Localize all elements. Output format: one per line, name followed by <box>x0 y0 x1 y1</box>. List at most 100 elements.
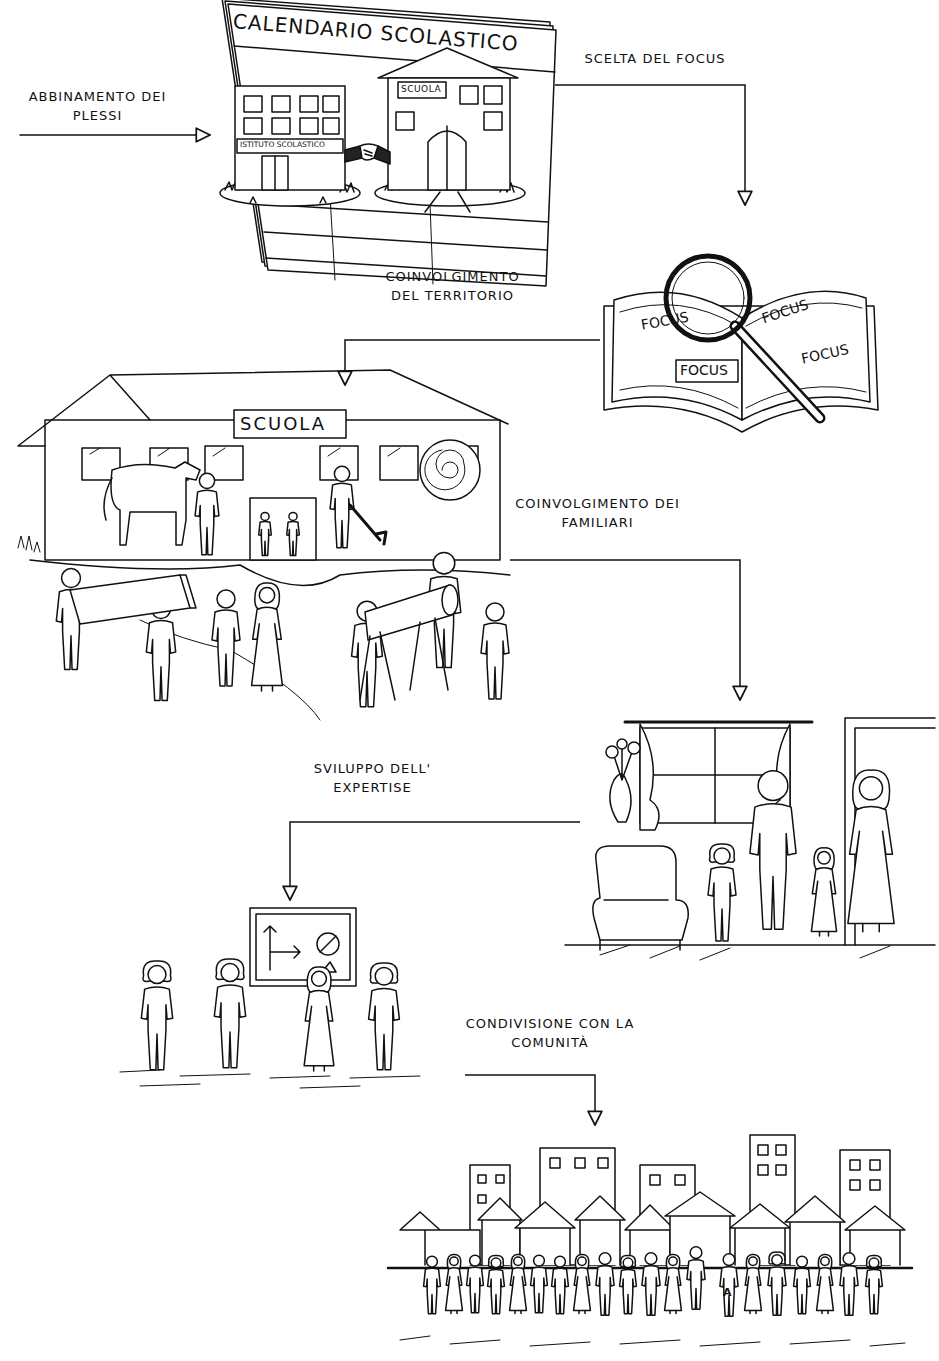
community-sketch-part <box>531 1255 548 1313</box>
panel-text: ISTITUTO SCOLASTICO <box>240 141 325 149</box>
book-sketch <box>604 256 878 432</box>
school-sketch-part <box>180 575 196 608</box>
family-sketch-part <box>640 724 659 830</box>
school-sketch-part <box>360 618 448 700</box>
school-sketch-part <box>425 450 465 490</box>
family-sketch-part <box>593 846 688 940</box>
family-sketch-part <box>610 774 631 822</box>
community-sketch-part <box>817 1255 834 1314</box>
calendar-sketch-part <box>364 150 372 156</box>
school-sketch-part <box>212 590 240 686</box>
community-sketch-part <box>400 1212 480 1265</box>
calendar-sketch-part <box>272 118 290 134</box>
community-sketch-part <box>488 1256 505 1314</box>
family-sketch-part <box>750 771 796 929</box>
community-sketch-part <box>866 1256 883 1314</box>
calendar-sketch-part <box>272 96 290 112</box>
school-sketch-part <box>90 448 460 456</box>
panel-text: CALENDARIO SCOLASTICO <box>232 10 519 55</box>
community-sketch-part <box>400 1336 905 1346</box>
calendar-sketch-part <box>323 96 339 112</box>
school-sketch-part <box>70 575 190 624</box>
calendar-sketch-part <box>235 86 345 190</box>
school-sketch-part <box>252 583 283 691</box>
expertise-sketch-part <box>304 967 334 1071</box>
expertise-sketch-part <box>141 961 172 1070</box>
calendar-sketch-part <box>228 4 556 286</box>
calendar-sketch-part <box>396 112 414 130</box>
family-sketch-part <box>600 945 890 960</box>
community-sketch-part <box>467 1255 484 1313</box>
family-sketch <box>565 718 935 960</box>
step-label: SVILUPPO DELL' EXPERTISE <box>290 760 455 798</box>
calendar-sketch-part <box>300 96 318 112</box>
school-sketch-part <box>104 478 112 520</box>
panel-text: SCUOLA <box>240 414 326 434</box>
family-sketch-part <box>811 848 836 936</box>
illustration-panel: FOCUSFOCUSFOCUSFOCUS <box>600 205 875 445</box>
panel-text: FOCUS <box>680 363 728 378</box>
community-sketch-part <box>510 1255 527 1314</box>
school-sketch-part <box>195 473 219 555</box>
calendar-sketch-part <box>460 86 478 104</box>
calendar-sketch-part <box>484 112 502 130</box>
book-sketch-part <box>676 360 738 382</box>
calendar-sketch-part <box>345 146 362 162</box>
step-label: CONDIVISIONE CON LA COMUNITÀ <box>455 1015 645 1053</box>
family-sketch-part <box>628 742 640 754</box>
step-label: ABBINAMENTO DEI PLESSI <box>10 88 185 126</box>
community-sketch-part <box>552 1256 569 1314</box>
calendar-sketch-part <box>274 156 276 190</box>
school-sketch-part <box>380 446 418 480</box>
community-sketch-part <box>785 1196 845 1265</box>
flow-arrow <box>290 822 580 900</box>
flow-arrow <box>555 85 745 205</box>
family-sketch-part <box>606 746 618 758</box>
community-sketch-part <box>424 1256 441 1314</box>
community-sketch-part <box>687 1247 705 1309</box>
flow-arrow <box>510 560 740 700</box>
flow-arrow <box>465 1075 595 1125</box>
school-sketch-part <box>481 603 509 699</box>
community-sketch-part <box>665 1255 682 1314</box>
step-label: SCELTA DEL FOCUS <box>555 50 755 69</box>
entry-arrow <box>20 134 210 136</box>
community-sketch-part <box>840 1253 858 1315</box>
community-sketch-part <box>768 1252 786 1315</box>
entry-arrow-part <box>20 134 210 136</box>
family-sketch-part <box>708 844 736 941</box>
book-sketch-part <box>666 256 750 340</box>
community-sketch-part <box>745 1255 762 1314</box>
community-sketch-part <box>596 1253 614 1315</box>
school-sketch-part <box>18 536 40 552</box>
school-sketch-part <box>18 370 508 446</box>
calendar-sketch-part <box>484 86 502 104</box>
calendar-sketch <box>220 0 556 286</box>
school-sketch-part <box>259 512 272 555</box>
calendar-sketch-part <box>360 144 378 160</box>
panel-text: SCUOLA <box>401 85 441 95</box>
step-label: COINVOLGIMENTO DEI FAMILIARI <box>515 495 680 533</box>
calendar-sketch-part <box>244 118 262 134</box>
family-sketch-part <box>617 739 627 749</box>
family-sketch-part <box>565 944 935 946</box>
school-sketch-part <box>111 462 200 545</box>
expertise-sketch-part <box>256 914 350 980</box>
calendar-sketch-part <box>300 118 318 134</box>
flow-arrow <box>345 340 600 385</box>
school-sketch-part <box>287 512 300 555</box>
school-sketch-part <box>250 498 316 560</box>
calendar-sketch-part <box>244 96 262 112</box>
community-sketch-part <box>794 1256 811 1314</box>
illustration-panel <box>130 900 465 1075</box>
illustration-panel <box>580 700 935 965</box>
panel-text: FOCUS <box>800 342 850 367</box>
community-sketch-part <box>446 1255 463 1314</box>
book-sketch-part <box>735 326 820 418</box>
expertise-sketch-part <box>369 963 400 1070</box>
expertise-sketch <box>120 908 420 1088</box>
calendar-sketch-part <box>446 126 448 190</box>
community-sketch-part <box>720 1254 738 1316</box>
